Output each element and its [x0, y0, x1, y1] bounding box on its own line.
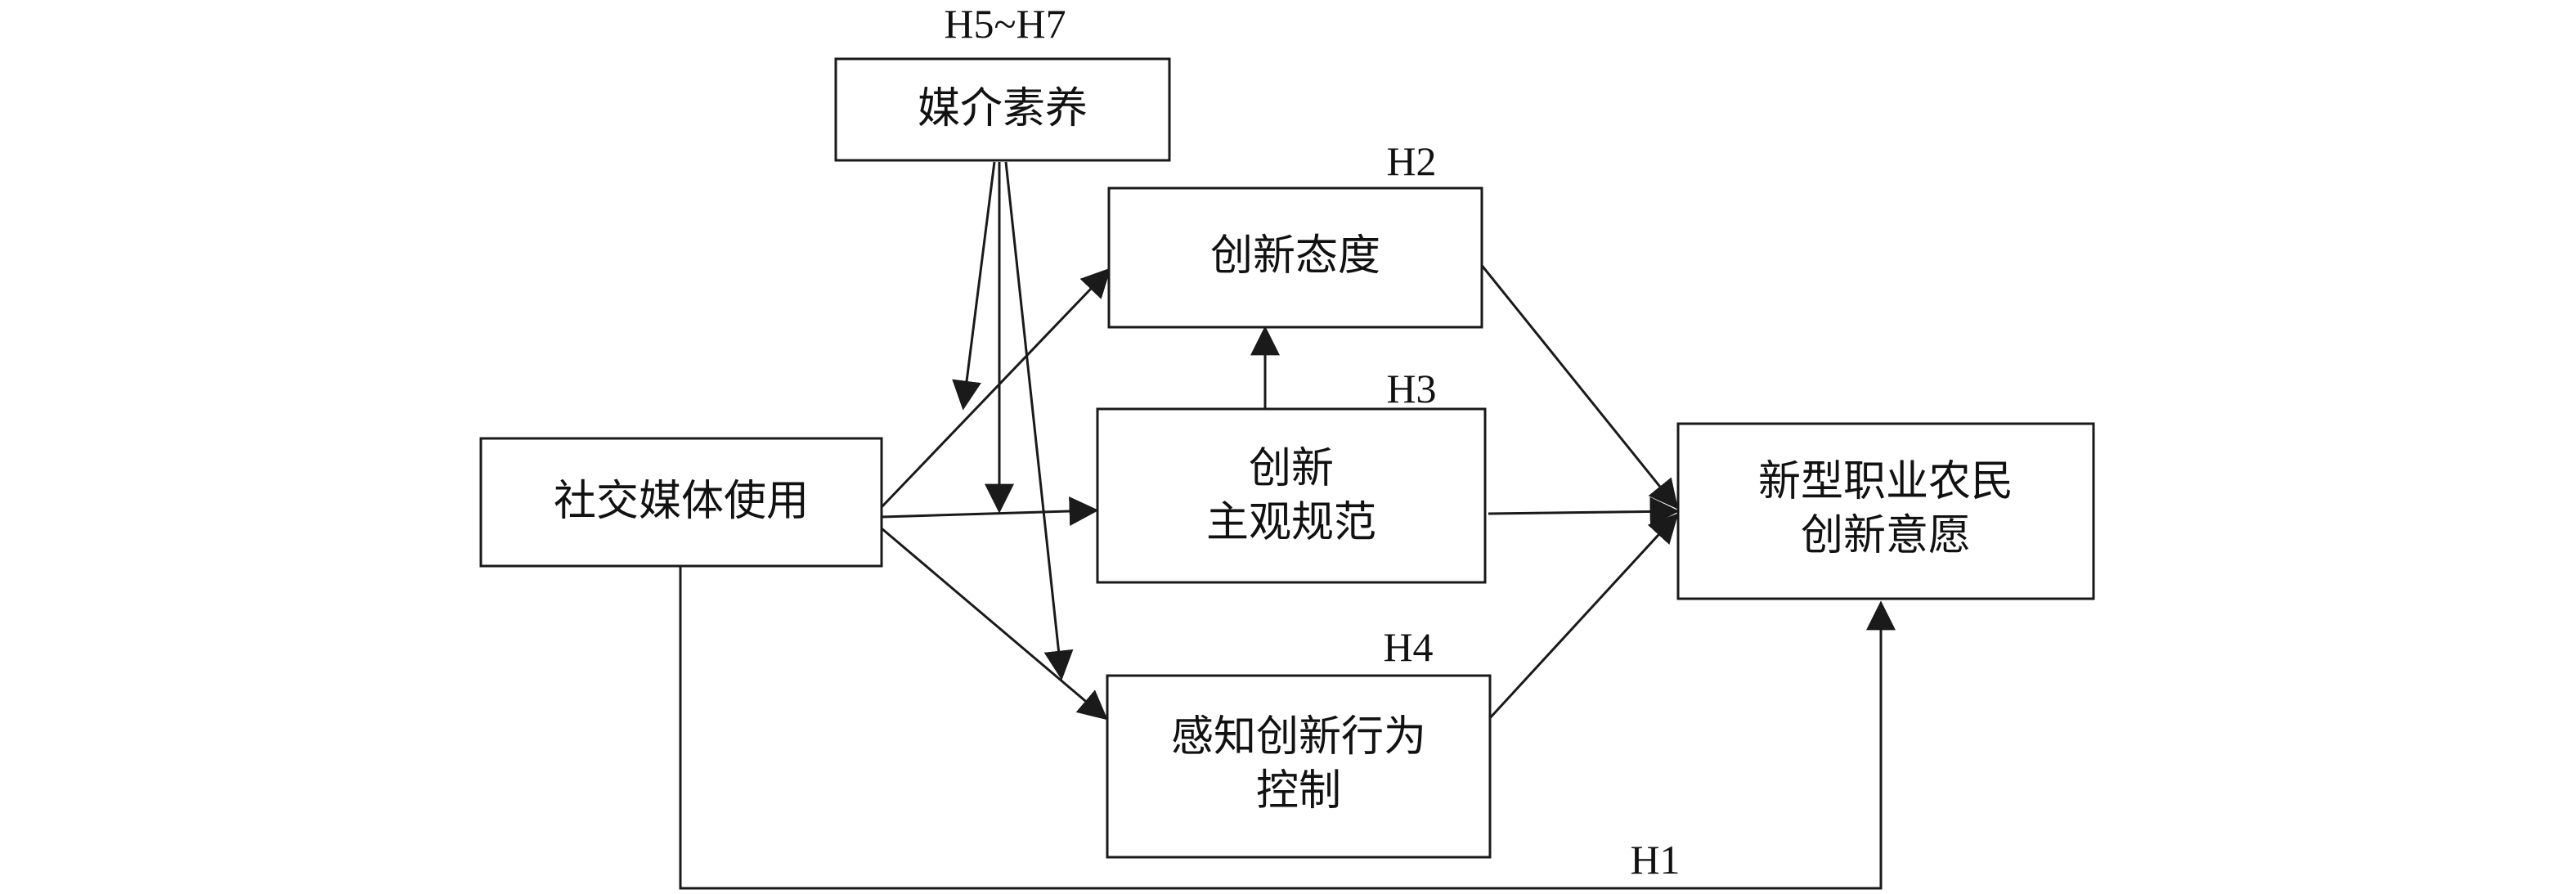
arrow-social-to-control — [881, 527, 1108, 721]
arrow-social-to-intention-direct — [679, 567, 1896, 890]
node-subjective-norm: 创新 主观规范 — [1096, 407, 1487, 584]
arrow-literacy-moderate-attitude — [952, 161, 996, 411]
node-innovation-intention: 新型职业农民 创新意愿 — [1676, 422, 2095, 600]
node-social-media-use: 社交媒体使用 — [479, 437, 883, 568]
arrow-attitude-to-intention — [1479, 263, 1679, 510]
node-media-literacy: 媒介素养 — [834, 57, 1171, 162]
arrow-social-to-norm — [881, 496, 1099, 526]
node-perceived-control: 感知创新行为 控制 — [1106, 674, 1492, 859]
node-label: 感知创新行为 — [1171, 712, 1426, 761]
node-label: 控制 — [1256, 766, 1341, 815]
hypothesis-label-h5-h7: H5~H7 — [944, 1, 1066, 47]
hypothesis-label-h1: H1 — [1630, 837, 1680, 883]
node-label: 创新态度 — [1210, 231, 1380, 281]
edges — [679, 161, 1896, 890]
node-label: 媒介素养 — [918, 84, 1088, 133]
arrow-literacy-moderate-control — [1004, 161, 1074, 681]
node-label: 新型职业农民 — [1758, 457, 2013, 506]
node-label: 创新意愿 — [1801, 511, 1971, 560]
node-innovation-attitude: 创新态度 — [1107, 186, 1483, 329]
arrow-control-to-intention — [1487, 513, 1679, 721]
node-label: 社交媒体使用 — [554, 477, 809, 526]
arrow-social-to-attitude — [880, 267, 1111, 509]
hypothesis-label-h2: H2 — [1386, 138, 1436, 184]
node-label: 主观规范 — [1206, 498, 1376, 547]
hypothesis-label-h4: H4 — [1383, 624, 1433, 670]
hypothesis-label-h3: H3 — [1386, 366, 1436, 411]
node-label: 创新 — [1249, 444, 1334, 493]
arrow-norm-to-intention — [1488, 496, 1680, 527]
